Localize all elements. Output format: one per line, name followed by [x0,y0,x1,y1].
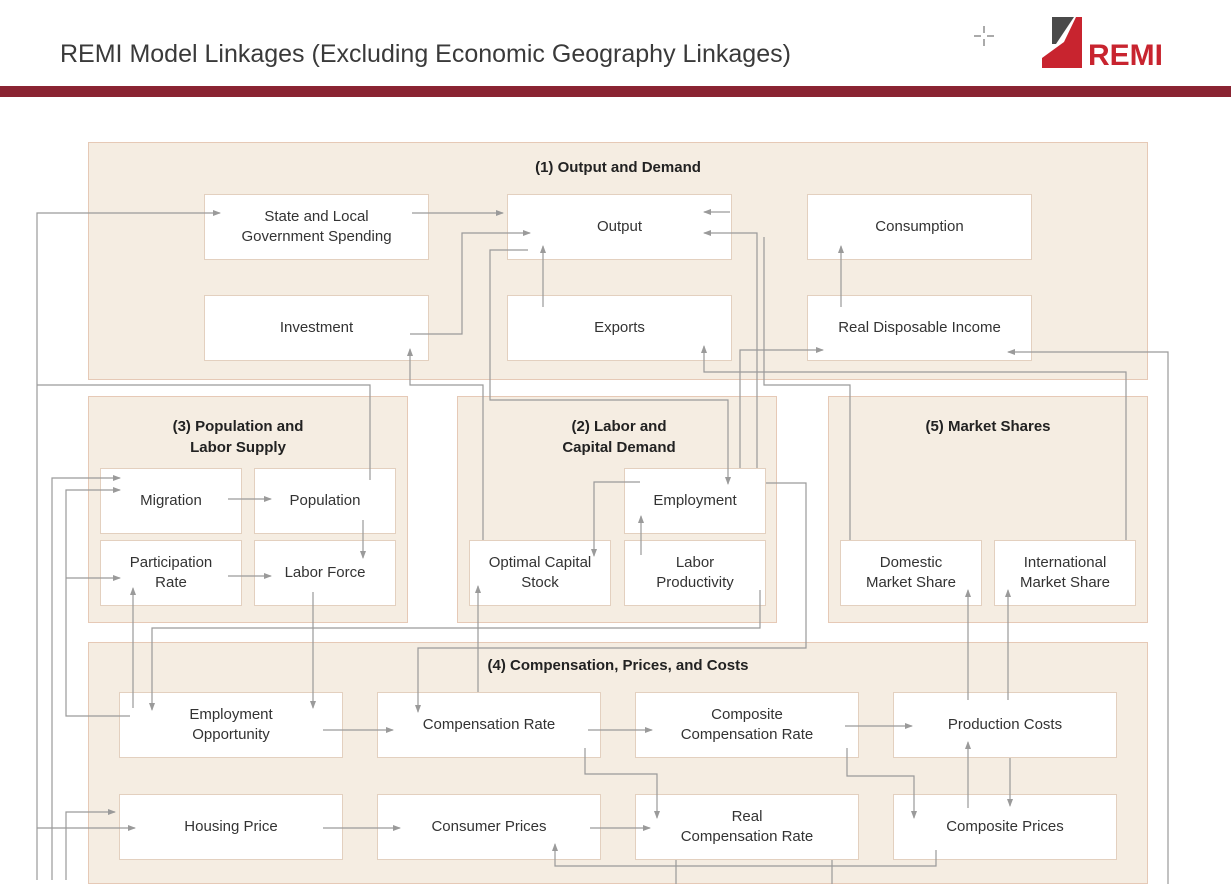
node-label: Domestic [879,554,943,571]
node-real-compensation-rate: Real Compensation Rate [635,794,859,860]
node-label: Market Share [1019,574,1111,591]
node-label: Participation [129,554,213,571]
node-consumption: Consumption [807,194,1032,260]
node-label: Composite [711,706,783,723]
arrow-compensation-to-investment [407,348,484,540]
panel-title-line: Capital Demand [562,439,676,456]
node-label: Employment [653,492,737,509]
node-consumer-prices: Consumer Prices [377,794,601,860]
arrow-composite-prices-to-consumer [552,843,937,867]
arrow-realcomp-to-rdi [1007,349,1169,884]
node-label: Compensation Rate [422,716,556,733]
page-title: REMI Model Linkages (Excluding Economic … [60,40,791,68]
node-label: Government Spending [241,228,392,245]
node-label: Consumption [875,218,964,235]
arrow-investment-to-output [410,230,531,335]
node-label: Investment [279,319,354,336]
node-label: Exports [594,319,645,336]
arrow-compensation-to-realcomp [584,748,660,819]
node-label: Real [731,808,763,825]
arrow-output-to-employment [489,249,731,485]
node-label: Real Disposable Income [838,319,1001,336]
panel-title-line: (2) Labor and [571,418,667,435]
header-rule [0,86,1231,97]
arrow-labprod-to-empopp [149,590,761,711]
node-label: Opportunity [192,726,270,743]
node-real-disposable-income: Real Disposable Income [807,295,1032,361]
node-composite-compensation-rate: Composite Compensation Rate [635,692,859,758]
node-label: Employment [189,706,273,723]
logo-text: REMI [1088,39,1163,72]
panel-title-compensation: (4) Compensation, Prices, and Costs [487,657,749,674]
node-investment: Investment [204,295,429,361]
panel-title-line: Labor Supply [190,439,286,456]
node-label: Optimal Capital [488,554,592,571]
panel-title-line: (3) Population and [172,418,304,435]
node-migration: Migration [100,468,242,534]
node-label: Compensation Rate [680,726,814,743]
node-population: Population [254,468,396,534]
node-label: Production Costs [947,716,1063,733]
arrow-empopp-to-migration [65,487,130,717]
arrow-population-to-state-spending [37,384,371,480]
node-international-market-share: International Market Share [994,540,1136,606]
node-compensation-rate: Compensation Rate [377,692,601,758]
panel-title-output: (1) Output and Demand [535,159,701,176]
node-employment: Employment [624,468,766,534]
node-employment-opportunity: Employment Opportunity [119,692,343,758]
arrow-loop-to-state [36,210,221,880]
arrow-employment-to-compensation [415,482,807,713]
arrow-employment-to-output [703,230,758,468]
node-participation-rate: Participation Rate [100,540,242,606]
node-housing-price: Housing Price [119,794,343,860]
node-labor-productivity: Labor Productivity [624,540,766,606]
node-label: State and Local [264,208,369,225]
panel-title-market: (5) Market Shares [925,418,1051,435]
arrow-employment-to-optimal [591,481,640,557]
node-label: Stock [521,574,559,591]
node-optimal-capital-stock: Optimal Capital Stock [469,540,611,606]
node-label: Compensation Rate [680,828,814,845]
arrow-compcomp-to-composite-prices [846,748,917,819]
panel-title-population: (3) Population and Labor Supply [88,416,388,458]
node-composite-prices: Composite Prices [893,794,1117,860]
node-label: Migration [140,492,202,509]
node-label: Consumer Prices [431,818,547,835]
arrow-loop-to-migration [51,475,121,880]
arrow-domestic-to-output [763,237,851,540]
node-label: Population [289,492,361,509]
remi-logo-icon: REMI [1042,17,1163,72]
node-label: International [1023,554,1107,571]
node-exports: Exports [507,295,732,361]
node-labor-force: Labor Force [254,540,396,606]
node-state-local-spending: State and Local Government Spending [204,194,429,260]
node-label: Rate [155,574,187,591]
arrow-intl-to-exports [701,345,1127,540]
crosshair-icon [974,26,994,46]
arrow-loop-to-housing [65,809,116,880]
arrow-employment-to-rdi [739,347,824,468]
node-label: Market Share [865,574,957,591]
node-production-costs: Production Costs [893,692,1117,758]
node-label: Productivity [656,574,734,591]
node-label: Composite Prices [946,818,1064,835]
node-label: Labor [675,554,715,571]
node-label: Labor Force [284,564,366,581]
node-label: Output [596,218,643,235]
node-label: Housing Price [184,818,278,835]
panel-title-labor: (2) Labor and Capital Demand [477,416,761,458]
node-domestic-market-share: Domestic Market Share [840,540,982,606]
